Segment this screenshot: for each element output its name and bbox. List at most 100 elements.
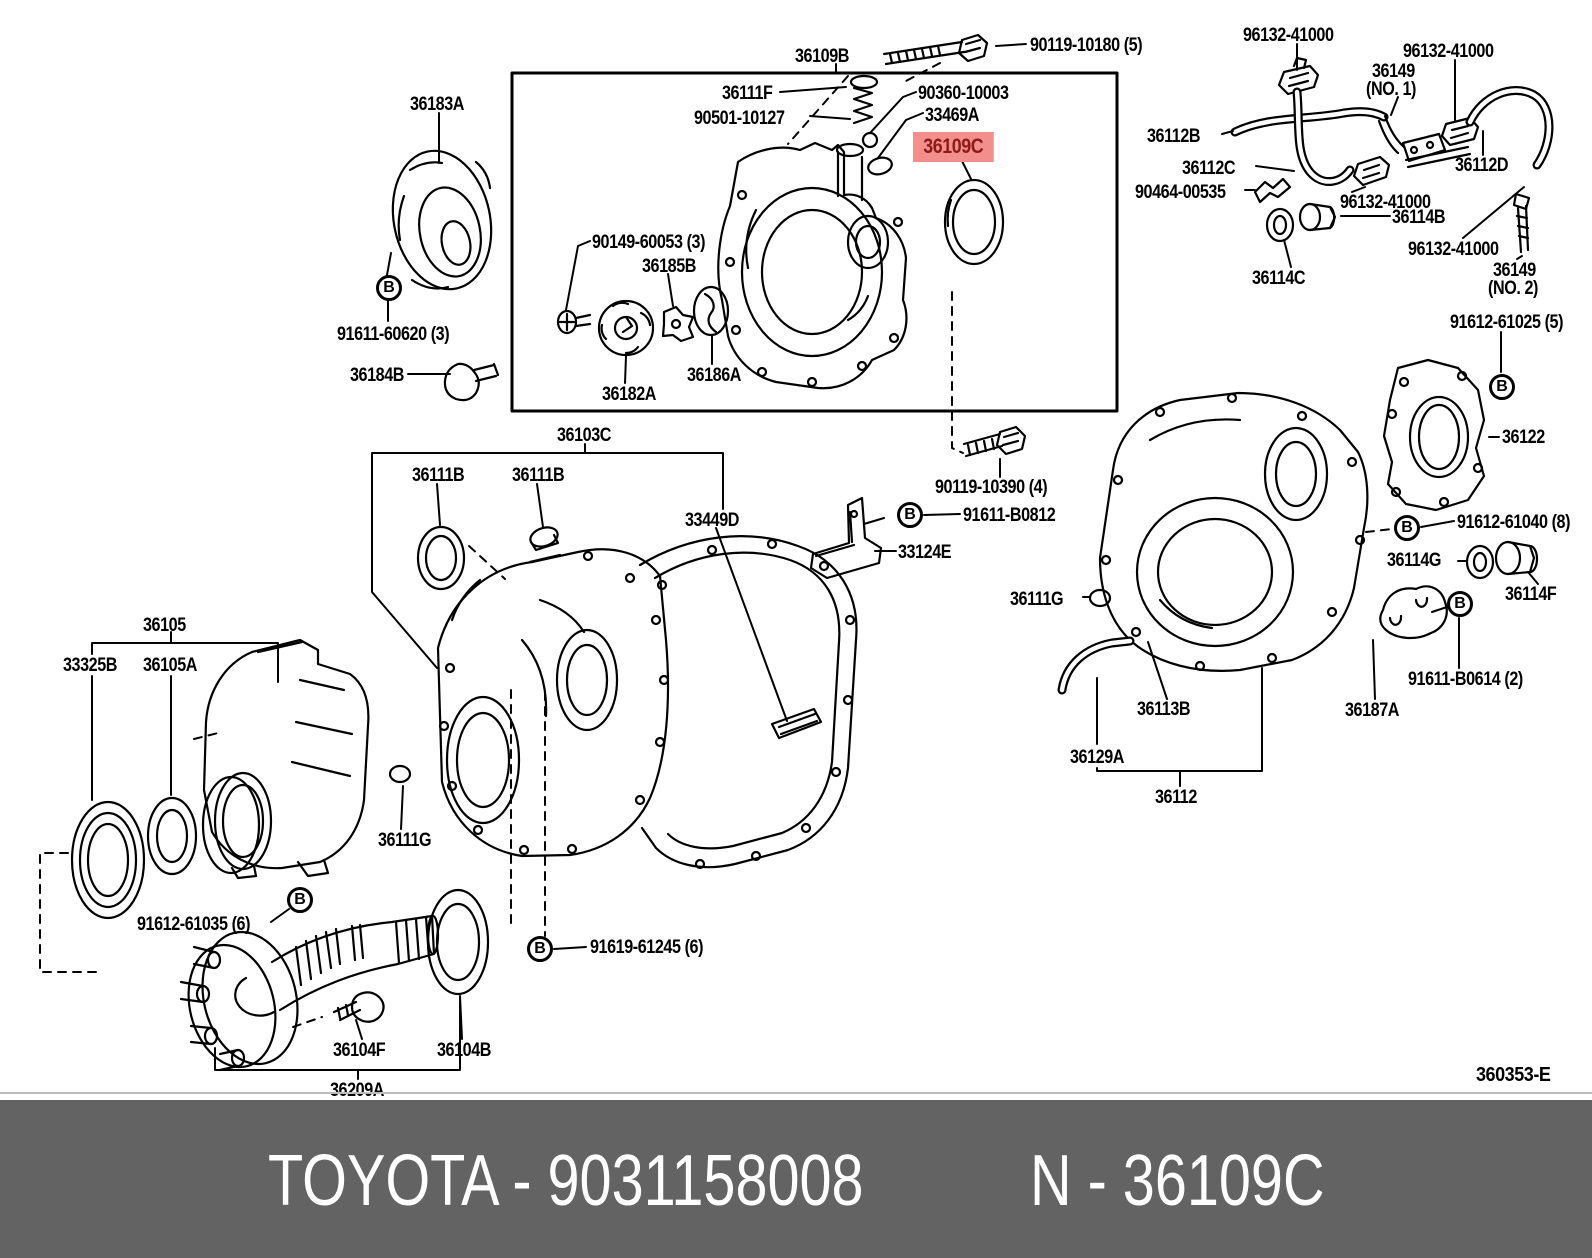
part-screw-90149-60053 <box>556 309 592 335</box>
part-label-36109b: 36109B <box>795 46 850 67</box>
part-label-36114c: 36114C <box>1252 268 1306 289</box>
part-transfer-case-36103c <box>436 548 670 858</box>
part-pipe-36149-no1 <box>1377 114 1472 169</box>
callout-b-5: B <box>1489 374 1515 400</box>
footer-bar: TOYOTA - 9031158008 N - 36109C <box>0 1100 1592 1258</box>
part-label-91612-61035: 91612-61035 (6) <box>137 914 251 935</box>
part-plug-36114b <box>1298 202 1337 232</box>
part-label-90464-00535: 90464-00535 <box>1135 182 1226 203</box>
callout-b-4: B <box>897 502 923 528</box>
callout-b-1: B <box>376 275 402 301</box>
callout-b-7: B <box>1447 591 1473 617</box>
part-clip-90464-00535 <box>1253 177 1292 204</box>
part-hose-36112b <box>1230 107 1389 137</box>
part-label-36112: 36112 <box>1155 787 1197 808</box>
part-seal-33325b <box>70 800 146 920</box>
part-gasket-33449d <box>638 535 858 870</box>
part-bracket-33124e <box>809 496 886 580</box>
part-label-36183a: 36183A <box>410 94 465 115</box>
part-plug-36111b <box>529 526 560 552</box>
part-seal-36114g <box>1465 544 1495 580</box>
part-clamp-96132-mid <box>1352 155 1391 187</box>
part-seal-36105a <box>146 796 198 876</box>
part-label-36113b: 36113B <box>1137 699 1191 720</box>
part-hose-36112c <box>1292 87 1355 186</box>
part-label-90119-10180: 90119-10180 (5) <box>1030 35 1143 56</box>
part-case-36105 <box>201 638 370 880</box>
part-label-96132-41000-3: 96132-41000 <box>1340 192 1431 213</box>
part-clip-36185b <box>661 305 695 343</box>
part-label-36149-no1-sub: (NO. 1) <box>1366 79 1416 100</box>
part-label-36112b: 36112B <box>1147 126 1201 147</box>
part-label-96132-41000-1: 96132-41000 <box>1243 25 1334 46</box>
part-rotor-36183a <box>391 149 493 291</box>
part-label-90149-60053: 90149-60053 (3) <box>592 232 706 253</box>
part-extension-housing <box>717 141 908 390</box>
part-pump-rotor-36186a <box>692 285 730 337</box>
part-label-36111g-right: 36111G <box>1010 589 1064 610</box>
part-transfer-case-36112 <box>1098 391 1369 672</box>
part-label-36104b: 36104B <box>437 1040 492 1061</box>
part-label-36185b: 36185B <box>642 256 697 277</box>
part-label-36111f: 36111F <box>722 83 773 104</box>
part-bolt-36149-no2 <box>1512 192 1531 254</box>
part-label-90501-10127: 90501-10127 <box>694 108 785 129</box>
part-label-91612-61025: 91612-61025 (5) <box>1450 312 1564 333</box>
part-label-36209a: 36209A <box>330 1080 385 1101</box>
callout-b-6: B <box>1394 515 1420 541</box>
part-bolt-90119-10180 <box>882 33 989 66</box>
part-label-96132-41000-4: 96132-41000 <box>1408 239 1499 260</box>
dashed-lines <box>39 62 1393 1028</box>
part-label-36186a: 36186A <box>687 365 742 386</box>
part-label-33325b: 33325B <box>63 655 118 676</box>
part-label-36114f: 36114F <box>1505 584 1557 605</box>
part-bolt-90119-10390 <box>962 425 1027 458</box>
part-label-96132-41000-2: 96132-41000 <box>1403 41 1494 62</box>
part-label-36129a: 36129A <box>1070 747 1125 768</box>
part-label-36187a: 36187A <box>1345 700 1400 721</box>
callout-b-2: B <box>287 887 313 913</box>
part-label-33469a: 33469A <box>925 105 980 126</box>
part-seal-36104b <box>426 888 490 996</box>
leader-lines <box>91 43 1539 1080</box>
part-label-91611-b0812: 91611-B0812 <box>963 505 1056 526</box>
part-plug-36111g-right <box>1088 588 1112 608</box>
callout-b-3: B <box>527 936 553 962</box>
part-seal-36114c <box>1265 207 1295 243</box>
part-label-36112d: 36112D <box>1455 155 1509 176</box>
part-seal-36109c <box>943 178 1005 266</box>
diagram-line-art <box>39 33 1554 1080</box>
part-label-36112c: 36112C <box>1182 158 1236 179</box>
part-label-36122: 36122 <box>1502 427 1545 448</box>
part-label-91619-61245: 91619-61245 (6) <box>590 937 704 958</box>
part-label-36111b-1: 36111B <box>412 465 465 486</box>
part-bolt-36104f <box>332 991 385 1023</box>
part-flange-36209a <box>179 930 299 1072</box>
part-label-36182a: 36182A <box>602 384 657 405</box>
part-seal-36111b <box>416 525 466 591</box>
part-pump-gear-36182a <box>597 299 655 357</box>
part-label-36109c-highlighted: 36109C <box>913 132 994 162</box>
footer-part-number: TOYOTA - 9031158008 <box>268 1141 864 1221</box>
part-label-36149-no2: 36149 <box>1493 260 1536 281</box>
part-label-91611-b0614: 91611-B0614 (2) <box>1408 669 1523 690</box>
footer-reference-code: N - 36109C <box>1030 1141 1325 1221</box>
part-label-33124e: 33124E <box>898 542 952 563</box>
part-plug-36111g-left <box>388 764 412 784</box>
part-label-91612-61040: 91612-61040 (8) <box>1457 512 1571 533</box>
part-label-91611-60620: 91611-60620 (3) <box>337 324 450 345</box>
part-breather-hose-36129a <box>1057 636 1135 695</box>
part-label-36105a: 36105A <box>143 655 198 676</box>
part-label-36114g: 36114G <box>1387 550 1442 571</box>
part-label-36149-no2-sub: (NO. 2) <box>1488 278 1538 299</box>
part-spring-36111f <box>849 74 893 176</box>
footer-separator <box>0 1092 1592 1094</box>
part-plate-36187a <box>1379 585 1448 640</box>
part-plug-36114f <box>1494 540 1539 576</box>
part-label-36114b: 36114B <box>1392 207 1446 228</box>
part-label-36104f: 36104F <box>333 1040 386 1061</box>
part-label-36105: 36105 <box>143 615 186 636</box>
group-box-36109b <box>510 71 1119 413</box>
part-clamp-96132-top <box>1277 56 1320 96</box>
